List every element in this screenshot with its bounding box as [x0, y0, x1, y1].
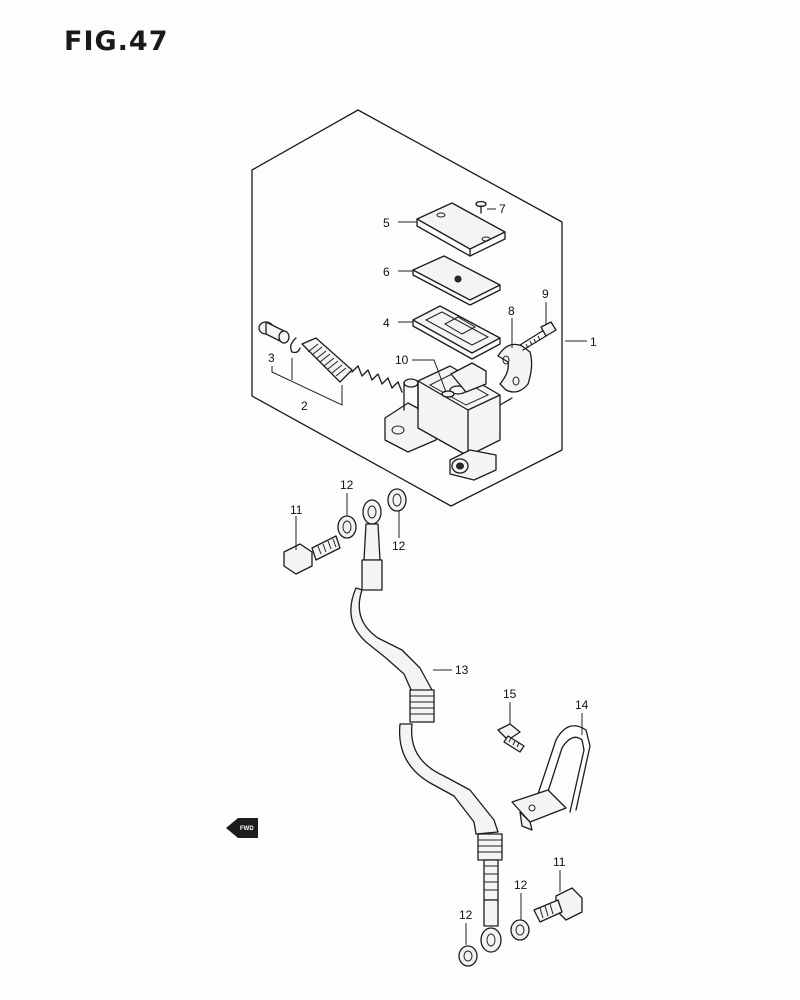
- callout-11-upper: 11: [290, 503, 303, 517]
- callout-10: 10: [395, 353, 409, 367]
- part-piston-kit: [258, 321, 403, 393]
- part-cap-screw: [475, 200, 487, 214]
- part-diaphragm: [412, 305, 501, 360]
- callout-2: 2: [301, 399, 308, 413]
- leader-lines: [271, 208, 587, 945]
- callout-labels: 1 2 3 4 5 6 7 8 9 10 11 12 12 11 13 14 1…: [268, 202, 597, 922]
- part-diaphragm-plate: [412, 255, 501, 306]
- part-union-bolt-lower: [533, 887, 583, 923]
- assembly-boundary: [251, 109, 563, 507]
- part-hose-guide-bracket: [511, 725, 591, 831]
- callout-1: 1: [590, 335, 597, 349]
- part-clamp-bolt: [519, 321, 557, 351]
- callout-12-lower-left: 12: [459, 908, 473, 922]
- part-brake-hose: [350, 499, 503, 953]
- part-sealing-washer-lower-left: [458, 945, 478, 967]
- forward-arrow-icon: FWD: [226, 818, 258, 838]
- part-sealing-washer-upper-left: [337, 515, 357, 539]
- part-reservoir-cap: [416, 202, 506, 257]
- callout-5: 5: [383, 216, 390, 230]
- callout-12-upper-right: 12: [392, 539, 406, 553]
- direction-marker-label: FWD: [240, 826, 254, 832]
- callout-3: 3: [268, 351, 275, 365]
- callout-6: 6: [383, 265, 390, 279]
- callout-12-lower-right: 12: [514, 878, 528, 892]
- callout-15: 15: [503, 687, 517, 701]
- part-sealing-washer-lower-right: [510, 919, 530, 941]
- callout-13: 13: [455, 663, 469, 677]
- callout-9: 9: [542, 287, 549, 301]
- callout-4: 4: [383, 316, 390, 330]
- part-master-cylinder-body: [384, 362, 513, 481]
- part-sealing-washer-upper-right: [387, 488, 407, 512]
- part-handlebar-clamp: [497, 343, 533, 393]
- part-reservoir-insert: [441, 390, 455, 398]
- callout-7: 7: [499, 202, 506, 216]
- part-union-bolt-upper: [283, 535, 341, 575]
- part-bracket-bolt: [497, 723, 525, 753]
- callout-8: 8: [508, 304, 515, 318]
- callout-14: 14: [575, 698, 589, 712]
- callout-11-lower: 11: [553, 855, 566, 869]
- callout-12-upper-left: 12: [340, 478, 354, 492]
- figure-title: FIG.47: [64, 26, 169, 57]
